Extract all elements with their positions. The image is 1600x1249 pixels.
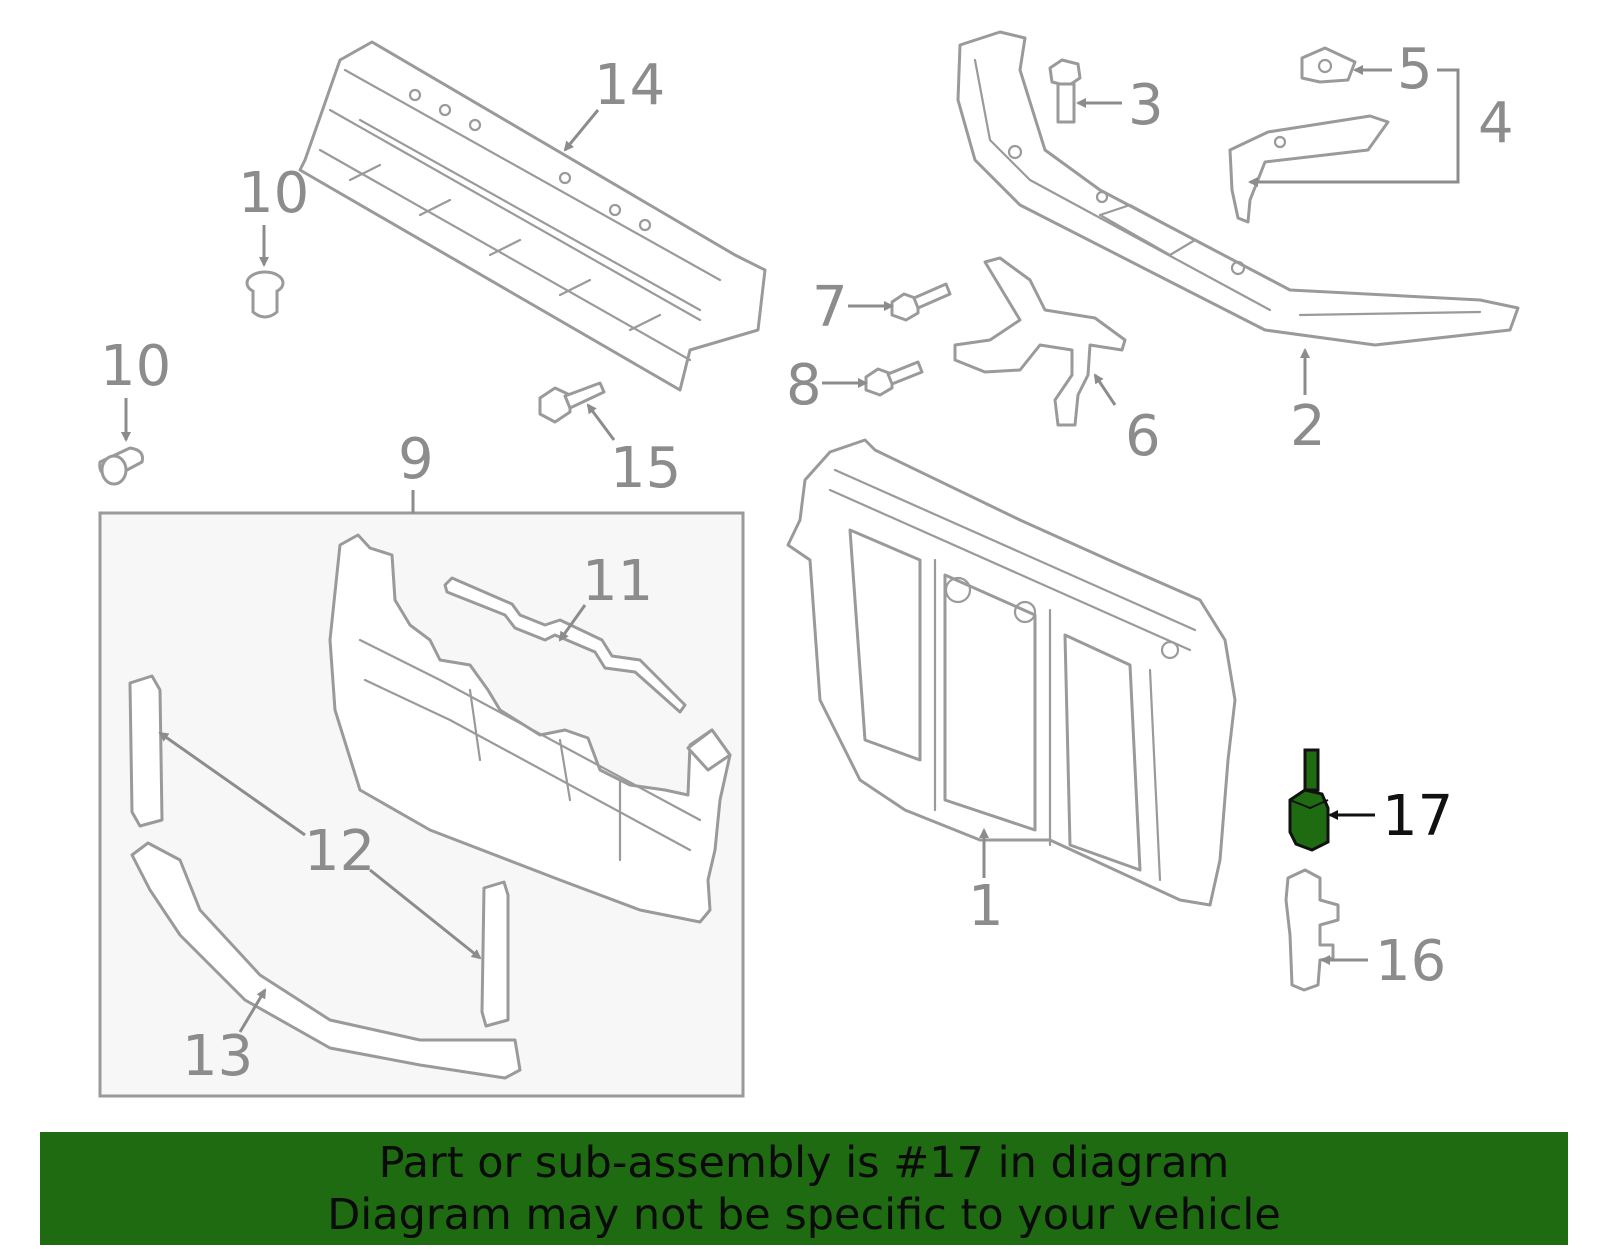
banner-line-1: Part or sub-assembly is #17 in diagram — [378, 1137, 1230, 1188]
part-7-bolt — [890, 282, 952, 322]
callout-11: 11 — [582, 549, 653, 614]
leader-12a — [158, 731, 306, 837]
banner-line-2: Diagram may not be specific to your vehi… — [327, 1189, 1281, 1240]
part-13-beam — [130, 841, 522, 1080]
callout-13: 13 — [182, 1024, 253, 1089]
callout-9: 9 — [398, 427, 434, 492]
callout-6: 6 — [1125, 404, 1161, 469]
part-12-pad-left — [128, 674, 164, 828]
part-11-seal — [443, 576, 687, 714]
part-2-upper-member — [956, 30, 1520, 347]
part-4-bracket — [1228, 114, 1390, 224]
part-10-clip-upper — [245, 270, 285, 319]
callout-2: 2 — [1290, 394, 1326, 459]
leader-15 — [586, 403, 616, 441]
part-12-pad-right — [480, 880, 510, 1028]
part-15-bolt — [538, 381, 606, 424]
part-17-highlighted[interactable] — [1288, 748, 1330, 852]
leader-6 — [1093, 373, 1117, 406]
part-16-bracket — [1284, 868, 1340, 992]
callout-14: 14 — [594, 53, 665, 118]
part-6-bracket — [953, 256, 1127, 427]
callout-8: 8 — [786, 353, 822, 418]
callout-10a: 10 — [238, 161, 309, 226]
part-3-bolt — [1048, 58, 1082, 124]
callout-17: 17 — [1382, 784, 1453, 849]
callout-12: 12 — [304, 819, 375, 884]
leader-13 — [238, 988, 267, 1033]
callout-16: 16 — [1375, 929, 1446, 994]
part-8-bolt — [864, 360, 924, 397]
info-banner: Part or sub-assembly is #17 in diagram D… — [40, 1132, 1568, 1245]
part-5-bracket — [1300, 46, 1357, 84]
part-10-clip-lower — [98, 446, 144, 486]
callout-7: 7 — [812, 275, 848, 340]
part-1-radiator-support — [786, 438, 1237, 907]
callout-15: 15 — [610, 436, 681, 501]
leader-14 — [563, 109, 600, 152]
callout-5: 5 — [1397, 37, 1433, 102]
leader-11 — [558, 604, 587, 642]
part-14-air-guide — [298, 40, 767, 392]
part-9-panel — [328, 533, 732, 924]
callout-4: 4 — [1478, 91, 1514, 156]
callout-10b: 10 — [100, 334, 171, 399]
leader-12b — [369, 868, 482, 960]
callout-1: 1 — [968, 874, 1004, 939]
callout-3: 3 — [1128, 73, 1164, 138]
